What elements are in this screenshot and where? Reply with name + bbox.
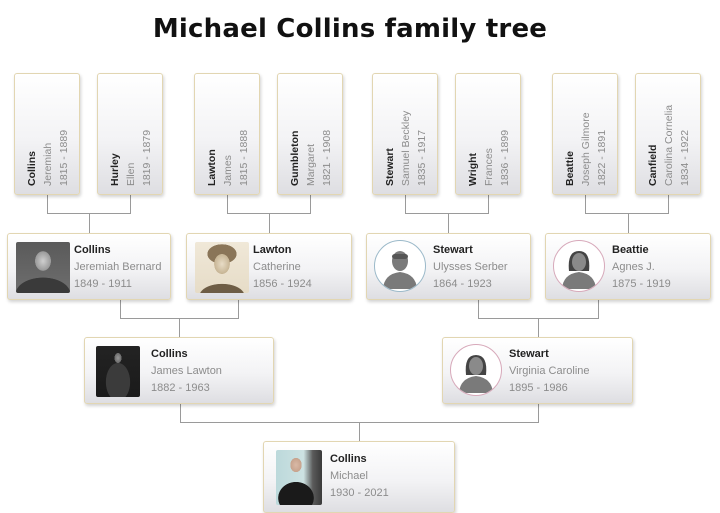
given-name: James Lawton: [151, 365, 222, 377]
life-years: 1895 - 1986: [509, 382, 568, 394]
surname: Lawton: [206, 149, 218, 186]
given-name: Jeremiah Bernard: [74, 261, 162, 273]
person-card-hurley-ellen[interactable]: Hurley Ellen 1819 - 1879: [97, 73, 163, 195]
life-years: 1835 - 1917: [416, 129, 428, 186]
given-name: Jeremiah: [42, 142, 54, 186]
person-card-lawton-catherine[interactable]: Lawton Catherine 1856 - 1924: [186, 233, 352, 300]
surname: Gumbleton: [289, 130, 301, 186]
male-avatar-icon: [374, 240, 426, 292]
surname: Stewart: [384, 148, 396, 186]
surname: Beattie: [564, 150, 576, 186]
person-card-gumbleton-margaret[interactable]: Gumbleton Margaret 1821 - 1908: [277, 73, 343, 195]
life-years: 1882 - 1963: [151, 382, 210, 394]
portrait-photo-woman: [195, 242, 249, 293]
life-years: 1822 - 1891: [596, 129, 608, 186]
given-name: Margaret: [305, 143, 317, 186]
person-card-collins-michael[interactable]: Collins Michael 1930 - 2021: [263, 441, 455, 513]
life-years: 1815 - 1888: [238, 129, 250, 186]
person-card-lawton-james[interactable]: Lawton James 1815 - 1888: [194, 73, 260, 195]
given-name: Joseph Gilmore: [580, 112, 592, 186]
surname: Lawton: [253, 244, 292, 256]
portrait-photo-man: [96, 346, 140, 397]
person-card-stewart-virginia[interactable]: Stewart Virginia Caroline 1895 - 1986: [442, 337, 633, 404]
person-card-beattie-agnes[interactable]: Beattie Agnes J. 1875 - 1919: [545, 233, 711, 300]
life-years: 1819 - 1879: [141, 129, 153, 186]
given-name: Virginia Caroline: [509, 365, 590, 377]
life-years: 1864 - 1923: [433, 278, 492, 290]
given-name: Samuel Beckley: [400, 110, 412, 186]
portrait-photo-man: [276, 450, 322, 505]
given-name: Ellen: [125, 162, 137, 186]
surname: Beattie: [612, 244, 649, 256]
surname: Stewart: [509, 348, 549, 360]
life-years: 1821 - 1908: [321, 129, 333, 186]
given-name: Frances: [483, 148, 495, 186]
given-name: Ulysses Serber: [433, 261, 508, 273]
person-card-collins-james-lawton[interactable]: Collins James Lawton 1882 - 1963: [84, 337, 274, 404]
person-card-canfield-carolina[interactable]: Canfield Carolina Cornelia 1834 - 1922: [635, 73, 701, 195]
surname: Collins: [330, 453, 367, 465]
person-card-collins-jeremiah[interactable]: Collins Jeremiah 1815 - 1889: [14, 73, 80, 195]
surname: Collins: [151, 348, 188, 360]
life-years: 1930 - 2021: [330, 487, 389, 499]
given-name: James: [222, 155, 234, 186]
page-title: Michael Collins family tree: [152, 14, 548, 44]
person-card-beattie-joseph[interactable]: Beattie Joseph Gilmore 1822 - 1891: [552, 73, 618, 195]
surname: Collins: [26, 150, 38, 186]
surname: Wright: [467, 152, 479, 186]
surname: Hurley: [109, 153, 121, 186]
life-years: 1875 - 1919: [612, 278, 671, 290]
life-years: 1856 - 1924: [253, 278, 312, 290]
given-name: Michael: [330, 470, 368, 482]
given-name: Carolina Cornelia: [663, 104, 675, 186]
person-card-stewart-samuel[interactable]: Stewart Samuel Beckley 1835 - 1917: [372, 73, 438, 195]
surname: Collins: [74, 244, 111, 256]
surname: Stewart: [433, 244, 473, 256]
female-avatar-icon: [450, 344, 502, 396]
person-card-collins-jeremiah-bernard[interactable]: Collins Jeremiah Bernard 1849 - 1911: [7, 233, 171, 300]
life-years: 1849 - 1911: [74, 278, 132, 290]
given-name: Catherine: [253, 261, 301, 273]
portrait-photo-man: [16, 242, 70, 293]
female-avatar-icon: [553, 240, 605, 292]
surname: Canfield: [647, 144, 659, 186]
life-years: 1834 - 1922: [679, 129, 691, 186]
life-years: 1815 - 1889: [58, 129, 70, 186]
person-card-wright-frances[interactable]: Wright Frances 1836 - 1899: [455, 73, 521, 195]
life-years: 1836 - 1899: [499, 129, 511, 186]
person-card-stewart-ulysses[interactable]: Stewart Ulysses Serber 1864 - 1923: [366, 233, 531, 300]
given-name: Agnes J.: [612, 261, 655, 273]
